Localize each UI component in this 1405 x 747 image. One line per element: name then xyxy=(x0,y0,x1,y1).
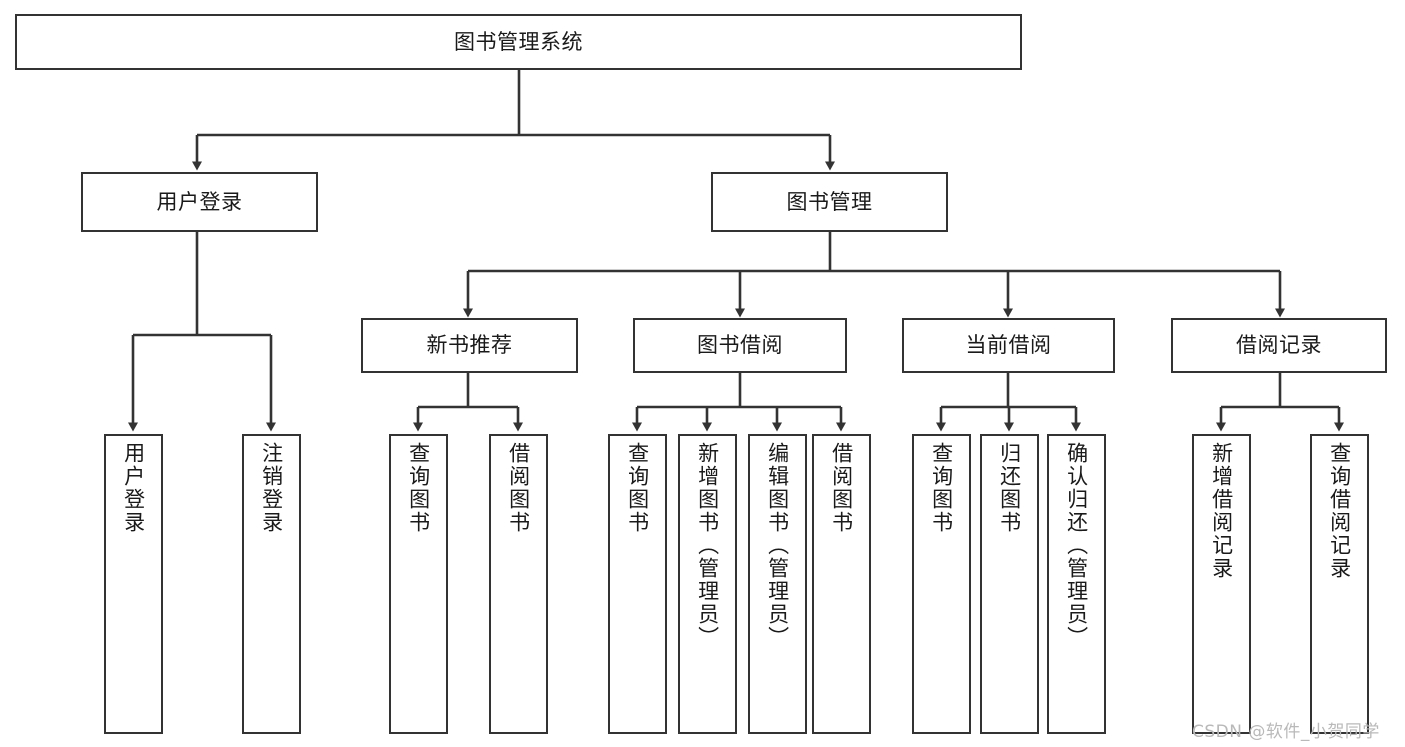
node-label: 当前借阅 xyxy=(965,333,1052,358)
node-leaf-current-query-books[interactable]: 查询图书 xyxy=(912,434,971,734)
node-label: 查询图书 xyxy=(406,442,431,534)
node-leaf-borrow-add-book-admin[interactable]: 新增图书（管理员） xyxy=(678,434,737,734)
node-label: 编辑图书（管理员） xyxy=(765,442,790,649)
node-book-management[interactable]: 图书管理 xyxy=(711,172,948,232)
node-leaf-user-login[interactable]: 用户登录 xyxy=(104,434,163,734)
node-leaf-borrow-edit-book-admin[interactable]: 编辑图书（管理员） xyxy=(748,434,807,734)
node-leaf-borrow-lend-books[interactable]: 借阅图书 xyxy=(812,434,871,734)
node-label: 归还图书 xyxy=(997,442,1022,534)
node-leaf-user-logout[interactable]: 注销登录 xyxy=(242,434,301,734)
node-label: 确认归还（管理员） xyxy=(1064,442,1089,649)
node-user-login[interactable]: 用户登录 xyxy=(81,172,318,232)
node-borrowing-records[interactable]: 借阅记录 xyxy=(1171,318,1387,373)
node-label: 图书管理 xyxy=(786,189,873,214)
node-leaf-current-confirm-return-admin[interactable]: 确认归还（管理员） xyxy=(1047,434,1106,734)
node-current-borrowing[interactable]: 当前借阅 xyxy=(902,318,1115,373)
node-leaf-current-return-books[interactable]: 归还图书 xyxy=(980,434,1039,734)
node-label: 借阅记录 xyxy=(1236,333,1322,358)
node-label: 借阅图书 xyxy=(506,442,531,534)
node-label: 用户登录 xyxy=(156,189,243,214)
node-label: 查询借阅记录 xyxy=(1327,442,1352,580)
node-label: 查询图书 xyxy=(625,442,650,534)
node-new-book-recommendation[interactable]: 新书推荐 xyxy=(361,318,578,373)
node-label: 注销登录 xyxy=(259,442,284,534)
node-label: 新增图书（管理员） xyxy=(695,442,720,649)
node-leaf-record-query-borrow-record[interactable]: 查询借阅记录 xyxy=(1310,434,1369,734)
node-leaf-record-add-borrow-record[interactable]: 新增借阅记录 xyxy=(1192,434,1251,734)
node-root-book-management-system[interactable]: 图书管理系统 xyxy=(15,14,1022,70)
node-leaf-borrow-query-books[interactable]: 查询图书 xyxy=(608,434,667,734)
node-leaf-newbook-borrow-books[interactable]: 借阅图书 xyxy=(489,434,548,734)
node-label: 新书推荐 xyxy=(426,333,513,358)
node-leaf-newbook-query-books[interactable]: 查询图书 xyxy=(389,434,448,734)
node-book-borrowing[interactable]: 图书借阅 xyxy=(633,318,847,373)
node-label: 查询图书 xyxy=(929,442,954,534)
node-label: 用户登录 xyxy=(121,442,146,534)
node-label: 借阅图书 xyxy=(829,442,854,534)
node-label: 新增借阅记录 xyxy=(1209,442,1234,580)
node-label: 图书借阅 xyxy=(697,333,783,358)
node-label: 图书管理系统 xyxy=(454,29,583,54)
